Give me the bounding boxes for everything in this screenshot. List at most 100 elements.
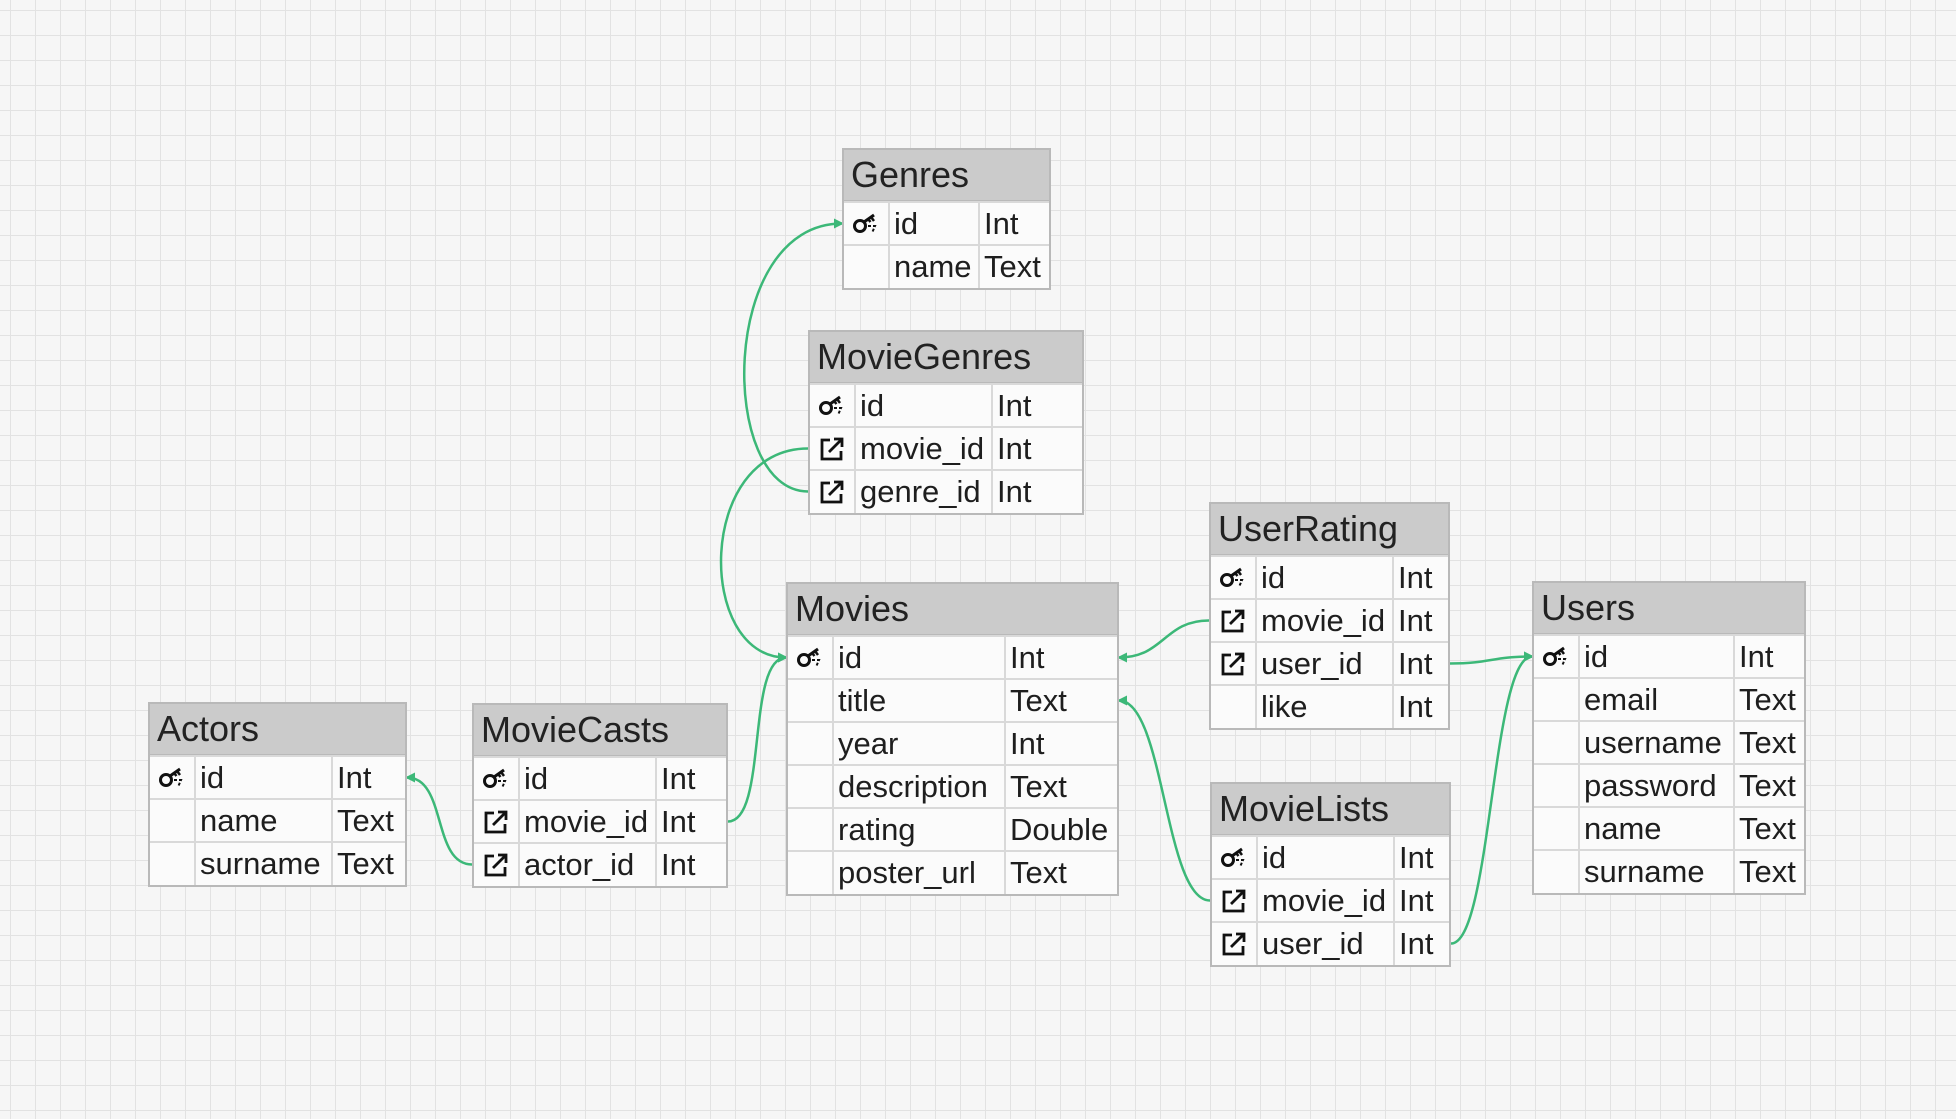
field-key-cell <box>1211 641 1257 685</box>
field-name: user_id <box>1256 641 1394 685</box>
foreign-key-icon <box>1212 887 1256 915</box>
field-key-cell <box>788 764 834 808</box>
entity-title[interactable]: MovieGenres <box>810 332 1082 383</box>
field-key-cell <box>474 842 520 886</box>
field-type: Text <box>1734 806 1804 850</box>
field-key-cell <box>474 799 520 843</box>
relation-userrating-user_id-to-users-id[interactable] <box>1449 651 1534 665</box>
field-type: Int <box>1734 634 1804 678</box>
entity-title[interactable]: Genres <box>844 150 1049 201</box>
field-name: id <box>833 635 1006 679</box>
field-type: Int <box>656 756 726 800</box>
field-type: Int <box>1393 641 1448 685</box>
field-type: Int <box>1393 598 1448 642</box>
relation-movielists-user_id-to-users-id[interactable] <box>1450 651 1534 945</box>
field-name: name <box>195 798 333 842</box>
entity-title[interactable]: UserRating <box>1211 504 1448 555</box>
foreign-key-icon <box>1211 607 1255 635</box>
relation-userrating-movie_id-to-movies-id[interactable] <box>1117 619 1210 663</box>
primary-key-icon <box>810 394 854 418</box>
field-type: Int <box>1394 835 1449 879</box>
field-name: name <box>889 244 980 288</box>
entity-title[interactable]: MovieLists <box>1212 784 1449 835</box>
foreign-key-icon <box>1211 650 1255 678</box>
field-type: Int <box>1394 921 1449 965</box>
field-key-cell <box>788 807 834 851</box>
relation-moviecasts-actor_id-to-actors-id[interactable] <box>405 772 473 866</box>
entity-title[interactable]: MovieCasts <box>474 705 726 756</box>
field-type: Text <box>1734 849 1804 893</box>
field-type: Int <box>1393 555 1448 599</box>
field-type: Int <box>656 842 726 886</box>
field-name: id <box>855 383 993 427</box>
field-type: Int <box>992 383 1082 427</box>
field-key-cell <box>810 383 856 427</box>
field-key-cell <box>1212 921 1258 965</box>
field-name: name <box>1579 806 1735 850</box>
field-key-cell <box>788 678 834 722</box>
field-type: Text <box>332 841 405 885</box>
field-type: Int <box>992 426 1082 470</box>
field-key-cell <box>150 798 196 842</box>
foreign-key-icon <box>474 851 518 879</box>
entity-title[interactable]: Movies <box>788 584 1117 635</box>
field-key-cell <box>788 721 834 765</box>
relation-moviecasts-movie_id-to-movies-id[interactable] <box>727 652 788 823</box>
field-key-cell <box>1534 806 1580 850</box>
field-name: poster_url <box>833 850 1006 894</box>
field-name: movie_id <box>1256 598 1394 642</box>
primary-key-icon <box>1534 645 1578 669</box>
entity-title[interactable]: Actors <box>150 704 405 755</box>
entity-title[interactable]: Users <box>1534 583 1804 634</box>
relation-movielists-movie_id-to-movies-title[interactable] <box>1117 695 1211 902</box>
primary-key-icon <box>150 766 194 790</box>
foreign-key-icon <box>474 808 518 836</box>
field-type: Int <box>1005 721 1117 765</box>
field-name: genre_id <box>855 469 993 513</box>
primary-key-icon <box>474 767 518 791</box>
field-key-cell <box>844 201 890 245</box>
field-name: title <box>833 678 1006 722</box>
field-name: id <box>1579 634 1735 678</box>
field-type: Int <box>332 755 405 799</box>
